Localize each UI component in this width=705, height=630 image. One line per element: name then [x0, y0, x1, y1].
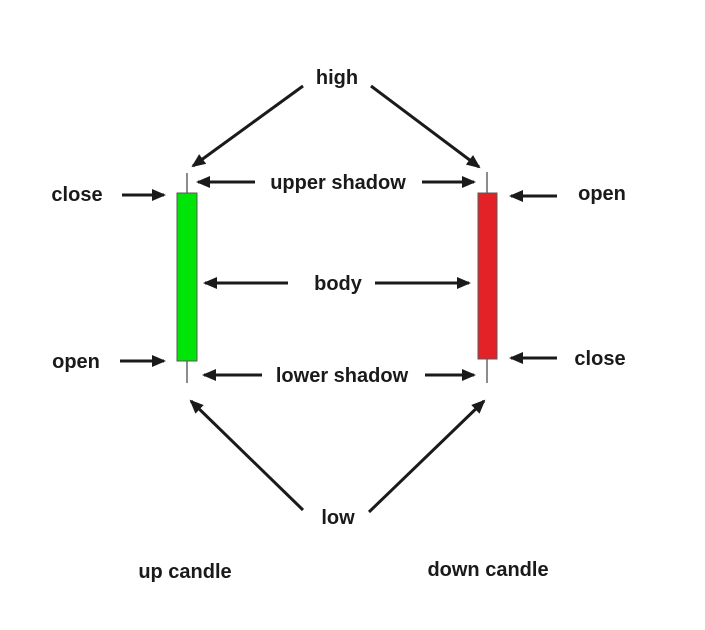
arrow-high-to-down-candle	[370, 84, 481, 169]
label-up-candle-close: close	[51, 184, 102, 206]
label-down-candle-open: open	[578, 183, 626, 205]
down-candle-body	[477, 192, 498, 360]
arrow-low-to-up-candle	[189, 399, 305, 512]
label-body: body	[314, 273, 363, 295]
label-lower-shadow: lower shadow	[276, 365, 409, 387]
up-candle-body	[176, 192, 198, 362]
caption-down-candle: down candle	[427, 559, 548, 581]
label-up-candle-open: open	[52, 351, 100, 373]
caption-up-candle: up candle	[138, 561, 231, 583]
arrow-high-to-up-candle	[191, 84, 304, 168]
arrow-low-to-down-candle	[367, 399, 486, 514]
label-low: low	[321, 507, 355, 529]
label-high: high	[316, 67, 358, 89]
label-down-candle-close: close	[574, 348, 625, 370]
label-upper-shadow: upper shadow	[270, 172, 406, 194]
